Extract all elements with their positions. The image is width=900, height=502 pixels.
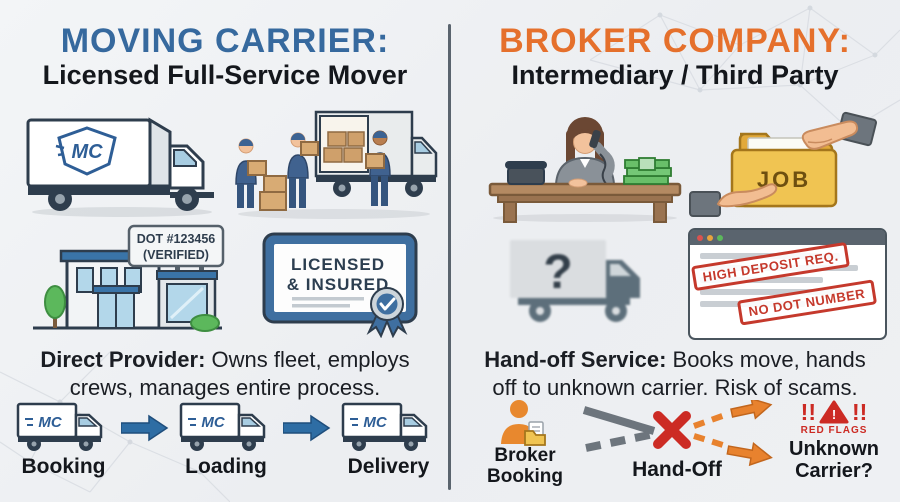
broker-subtitle: Intermediary / Third Party [511, 60, 839, 90]
flow-step-broker-booking: Broker Booking [476, 398, 574, 488]
flow-step-booking: MC Booking [16, 400, 111, 479]
svg-text:(VERIFIED): (VERIFIED) [143, 248, 209, 262]
red-flags-marks: !! ! !! [800, 398, 868, 425]
flow-label-hand-off: Hand-Off [632, 458, 722, 481]
cash-stack-icon [623, 157, 672, 185]
browser-dot-red [697, 234, 703, 241]
receiving-hand-icon [689, 183, 778, 217]
broker-person-icon [501, 400, 546, 446]
desk-phone-icon [505, 161, 547, 185]
svg-text:MC: MC [71, 141, 103, 163]
flow-label-loading: Loading [185, 455, 267, 478]
broker-flow: Broker Booking Hand-Off [470, 398, 894, 500]
svg-text:LICENSED: LICENSED [291, 255, 385, 274]
job-handoff-illustration: JOB [688, 104, 878, 222]
carrier-description-lead: Direct Provider: [40, 347, 206, 372]
broker-description-lead: Hand-off Service: [484, 347, 667, 372]
arrow-right-icon [120, 414, 169, 442]
mini-truck-icon: MC [179, 402, 265, 451]
center-divider [448, 24, 451, 490]
carrier-description-rest: Owns fleet, employs crews, manages entir… [69, 347, 410, 400]
carrier-column: MOVING CARRIER: Licensed Full-Service Mo… [16, 22, 440, 479]
browser-dot-green [717, 234, 723, 241]
worker-center [287, 132, 319, 208]
broker-title: BROKER COMPANY: [499, 22, 851, 60]
svg-text:DOT #123456: DOT #123456 [137, 232, 216, 246]
mini-truck-icon: MC [16, 402, 103, 451]
flow-label-unknown-carrier: Unknown Carrier? [789, 438, 879, 482]
browser-dot-yellow [707, 234, 713, 241]
mini-truck-icon: MC [341, 402, 428, 451]
flow-step-loading: MC Loading [179, 400, 274, 479]
browser-titlebar [690, 230, 885, 245]
bush [190, 314, 220, 332]
carrier-office-illustration: DOT #123456 (VERIFIED) [25, 224, 230, 338]
red-x-icon [653, 411, 691, 449]
svg-text:?: ? [543, 246, 572, 299]
broker-column: BROKER COMPANY: Intermediary / Third Par… [450, 0, 900, 502]
carrier-description: Direct Provider: Owns fleet, employs cre… [25, 346, 425, 402]
svg-text:& INSURED: & INSURED [287, 275, 390, 294]
carrier-truck-illustration: MC [22, 104, 227, 222]
svg-text:MC: MC [201, 414, 225, 431]
flow-label-delivery: Delivery [347, 455, 430, 478]
orange-arrow-upper [730, 400, 773, 420]
svg-text:MC: MC [363, 414, 387, 431]
tree [44, 285, 66, 328]
carrier-subtitle: Licensed Full-Service Mover [42, 60, 408, 90]
flow-label-booking: Booking [21, 455, 106, 478]
orange-arrow-lower [726, 441, 773, 466]
arrow-right-icon [283, 414, 331, 442]
carrier-flow: MC Booking MC [16, 400, 436, 479]
carrier-title: MOVING CARRIER: [60, 22, 390, 60]
handset-icon [589, 129, 601, 149]
exclamation-marks: !! [800, 398, 816, 425]
certificate-illustration: LICENSED & INSURED [256, 228, 434, 338]
flow-step-unknown-carrier: !! ! !! RED FLAGS Unknown Carrier? [778, 400, 890, 482]
handoff-break-graphic [582, 400, 773, 466]
mc-logo: MC [55, 126, 117, 176]
unknown-truck-illustration: ? [498, 226, 668, 334]
svg-text:!: ! [832, 407, 836, 422]
movers-loading-illustration [228, 104, 440, 222]
stacked-boxes [259, 175, 287, 211]
broker-description-rest: Books move, hands off to unknown carrier… [492, 347, 866, 400]
warning-triangle-icon: ! [819, 400, 849, 424]
red-flags-label: RED FLAGS [800, 425, 868, 436]
exclamation-marks: !! [852, 398, 868, 425]
verified-rosette [366, 287, 408, 338]
broker-agent-illustration [488, 102, 683, 224]
flow-step-delivery: MC Delivery [341, 400, 436, 479]
broker-description: Hand-off Service: Books move, hands off … [475, 346, 875, 402]
giving-hand-icon [801, 111, 878, 150]
worker-left [235, 138, 267, 208]
flow-label-broker-booking: Broker Booking [487, 445, 563, 487]
worker-right [365, 130, 391, 206]
scam-website-illustration: HIGH DEPOSIT REQ. NO DOT NUMBER [688, 228, 887, 340]
dot-number-sign: DOT #123456 (VERIFIED) [127, 224, 225, 268]
svg-text:MC: MC [38, 414, 62, 431]
